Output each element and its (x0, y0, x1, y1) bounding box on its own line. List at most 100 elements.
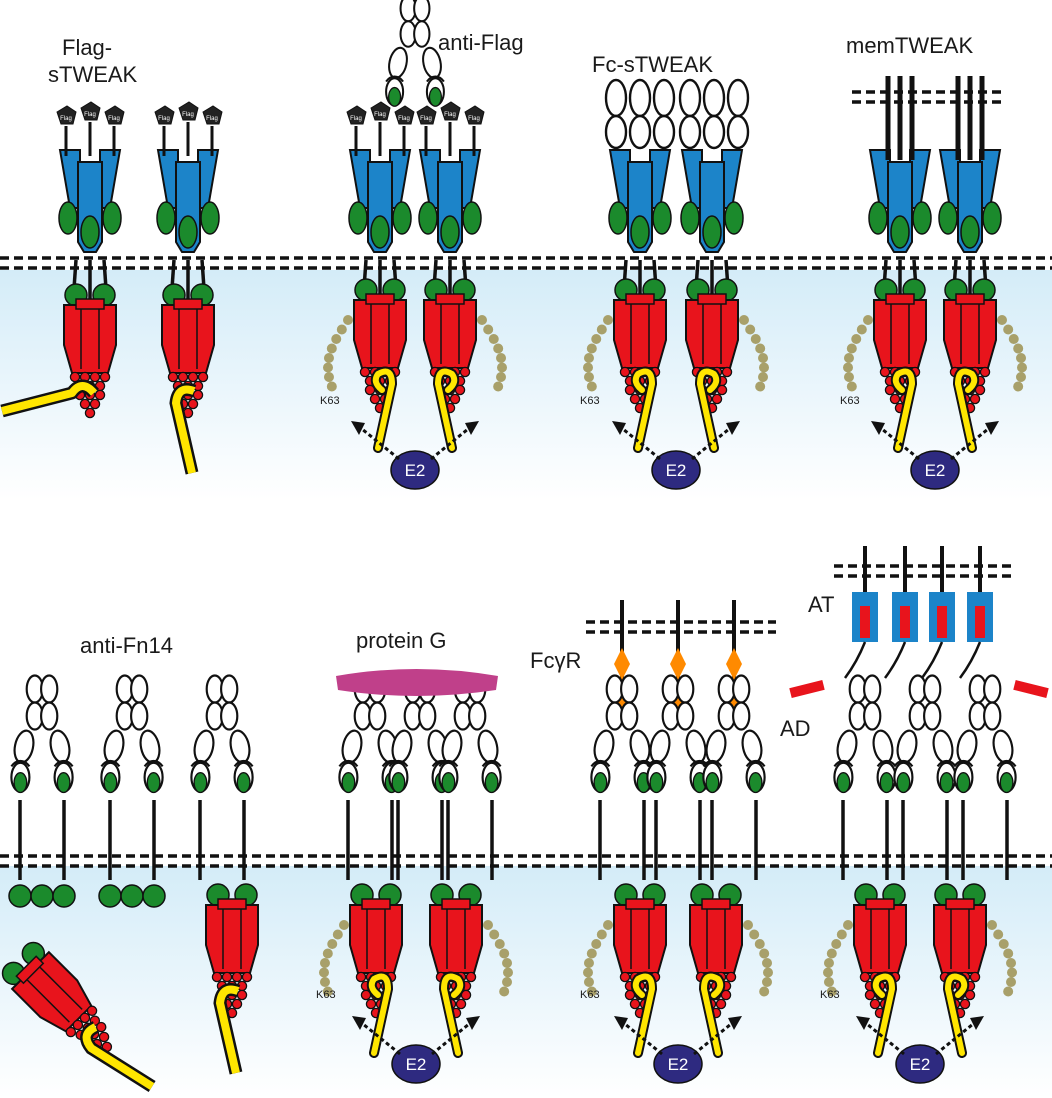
flag-tag-text: Flag (350, 116, 362, 122)
fn14-receptor (319, 883, 403, 1058)
ciap-bead (974, 384, 986, 396)
flag-tag (346, 105, 367, 125)
ubiquitin-bead (489, 929, 500, 940)
fn14-crd (608, 201, 628, 235)
label-ad: AD (780, 716, 811, 741)
at-inner (937, 606, 947, 638)
ig-hinge (833, 759, 854, 768)
ig-domain (13, 729, 35, 764)
ig-domain (49, 729, 71, 764)
fc-domain (628, 114, 652, 150)
ubiquitin-bead (583, 362, 593, 373)
ubiquitin-bead (1003, 324, 1014, 335)
ig-domain (593, 729, 615, 764)
k63-ubiquitin-chain (739, 315, 769, 392)
ubiquitin-bead (499, 986, 510, 997)
activation-arrow-shaft (357, 1018, 401, 1056)
ciap-bead (197, 371, 209, 383)
ig-domain (705, 729, 727, 764)
ig-domain (40, 701, 59, 731)
antibody (833, 674, 897, 794)
antibody (646, 674, 710, 794)
traf2-cytoplasmic-domain (205, 904, 259, 974)
ubiquitin-bead (823, 967, 833, 978)
ubiquitin-bead (477, 315, 487, 325)
ciap-bead (969, 971, 981, 983)
ubiquitin-bead (488, 334, 499, 344)
ciap-bead (72, 1019, 84, 1031)
ciap-bead (725, 971, 737, 983)
ubiquitin-bead (755, 343, 766, 354)
ciap-bead (449, 393, 461, 405)
flag-tag (202, 105, 223, 125)
ciap-bead (454, 384, 466, 396)
fn14-crd (462, 201, 482, 235)
fc-domain (726, 78, 750, 118)
ubc-linker (440, 973, 464, 1056)
label-anti-fn14: anti-Fn14 (80, 633, 173, 658)
k63-ubiquitin-chain (319, 920, 349, 997)
ig-hinge (233, 759, 254, 768)
ubiquitin-bead (754, 939, 765, 949)
fn14-crd (440, 215, 460, 249)
activation-arrowhead (970, 1016, 984, 1030)
ubiquitin-bead (494, 939, 505, 949)
ciap-bead (884, 384, 896, 396)
k63-ubiquitin-chain (987, 920, 1017, 997)
antibody (100, 674, 164, 794)
ig-domain (872, 729, 894, 764)
ig-hinge (190, 759, 211, 768)
ciap-bead (619, 971, 631, 983)
traf2-cytoplasmic-domain (161, 304, 215, 374)
fn14-crd (630, 215, 650, 249)
ubiquitin-bead (826, 986, 837, 997)
activation-arrow-shaft (430, 423, 474, 461)
ubiquitin-bead (745, 324, 756, 335)
panel-anti-fn14 (1, 674, 259, 1092)
flag-tag (416, 105, 437, 125)
e2-enzyme: E2 (653, 1044, 703, 1084)
protein-g-bar (336, 669, 498, 696)
ciap-bead (619, 366, 631, 378)
ig-hinge (876, 759, 897, 768)
ig-domain (732, 674, 751, 704)
flag-tag (370, 101, 391, 121)
activation-arrowhead (612, 421, 626, 435)
ubiquitin-bead (499, 948, 510, 959)
ubiquitin-bead (823, 977, 834, 987)
ig-domain (983, 674, 1002, 704)
ig-domain (418, 701, 437, 731)
ciap-bead (455, 998, 467, 1010)
fn14-crd (200, 201, 220, 235)
ig-domain (468, 701, 487, 731)
k63-label: K63 (316, 989, 336, 1001)
activation-arrowhead (726, 421, 740, 435)
ubiquitin-bead (1016, 372, 1027, 382)
ubiquitin-bead (583, 958, 594, 968)
traf2-cytoplasmic-domain (423, 299, 477, 369)
ig-domain (341, 729, 363, 764)
ig-domain (956, 729, 978, 764)
ubiquitin-bead (502, 958, 513, 968)
ubiquitin-bead (603, 315, 613, 325)
k63-label: K63 (820, 989, 840, 1001)
fn14-crd (156, 201, 176, 235)
k63-ubiquitin-chain (743, 920, 773, 997)
ciap-bead (869, 998, 881, 1010)
fn14-receptor (161, 283, 215, 475)
ubiquitin-bead (762, 977, 773, 987)
fn14-crd (938, 201, 958, 235)
ig-domain (629, 729, 651, 764)
k63-ubiquitin-chain (997, 315, 1027, 392)
ciap-bead (711, 393, 723, 405)
e2-ellipse (895, 1044, 945, 1084)
label-protein-g: protein G (356, 628, 447, 653)
ad-domain (789, 680, 825, 698)
ubc-linker (892, 368, 916, 451)
fn14-crd (680, 201, 700, 235)
ubiquitin-bead (327, 939, 338, 949)
